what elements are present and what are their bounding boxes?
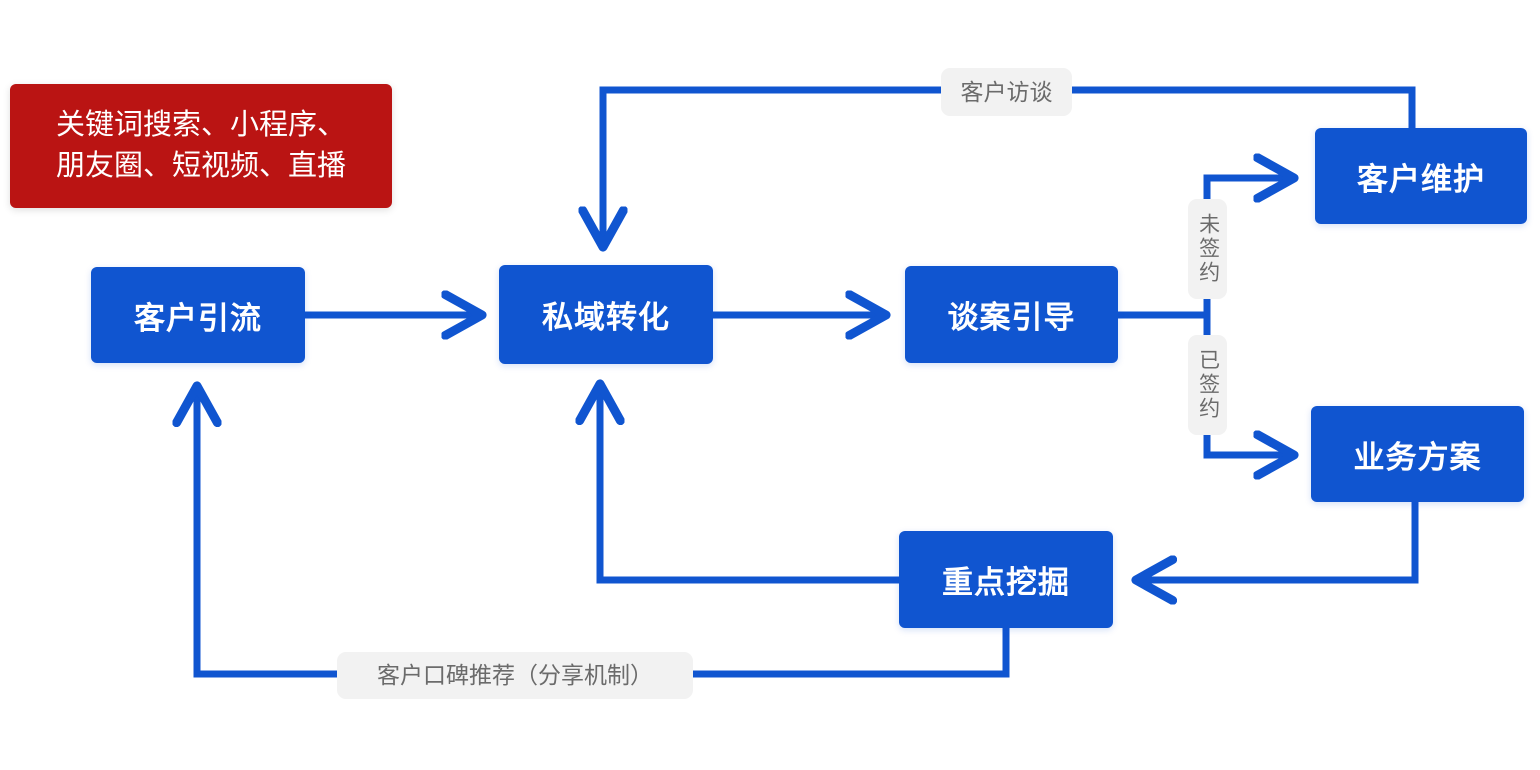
edge-label-unsigned: 未签约 bbox=[1188, 199, 1227, 299]
node-channels-line1: 关键词搜索、小程序、 bbox=[55, 108, 346, 141]
edge-proposal-to-keymine bbox=[1140, 502, 1419, 580]
node-proposal[interactable]: 业务方案 bbox=[1311, 406, 1524, 502]
node-maintain[interactable]: 客户维护 bbox=[1315, 128, 1527, 224]
edge-keymine-to-convert bbox=[600, 388, 900, 584]
edge-label-interview: 客户访谈 bbox=[941, 68, 1072, 116]
node-negotiate[interactable]: 谈案引导 bbox=[905, 266, 1118, 363]
node-channels-line2: 朋友圈、短视频、直播 bbox=[55, 150, 346, 182]
edge-label-referral: 客户口碑推荐（分享机制） bbox=[337, 652, 693, 699]
node-attract[interactable]: 客户引流 bbox=[91, 267, 305, 363]
node-channels[interactable]: 关键词搜索、小程序、 朋友圈、短视频、直播 bbox=[10, 84, 392, 208]
node-convert[interactable]: 私域转化 bbox=[499, 265, 713, 364]
node-keymine[interactable]: 重点挖掘 bbox=[899, 531, 1113, 628]
edge-label-signed: 已签约 bbox=[1188, 335, 1227, 435]
